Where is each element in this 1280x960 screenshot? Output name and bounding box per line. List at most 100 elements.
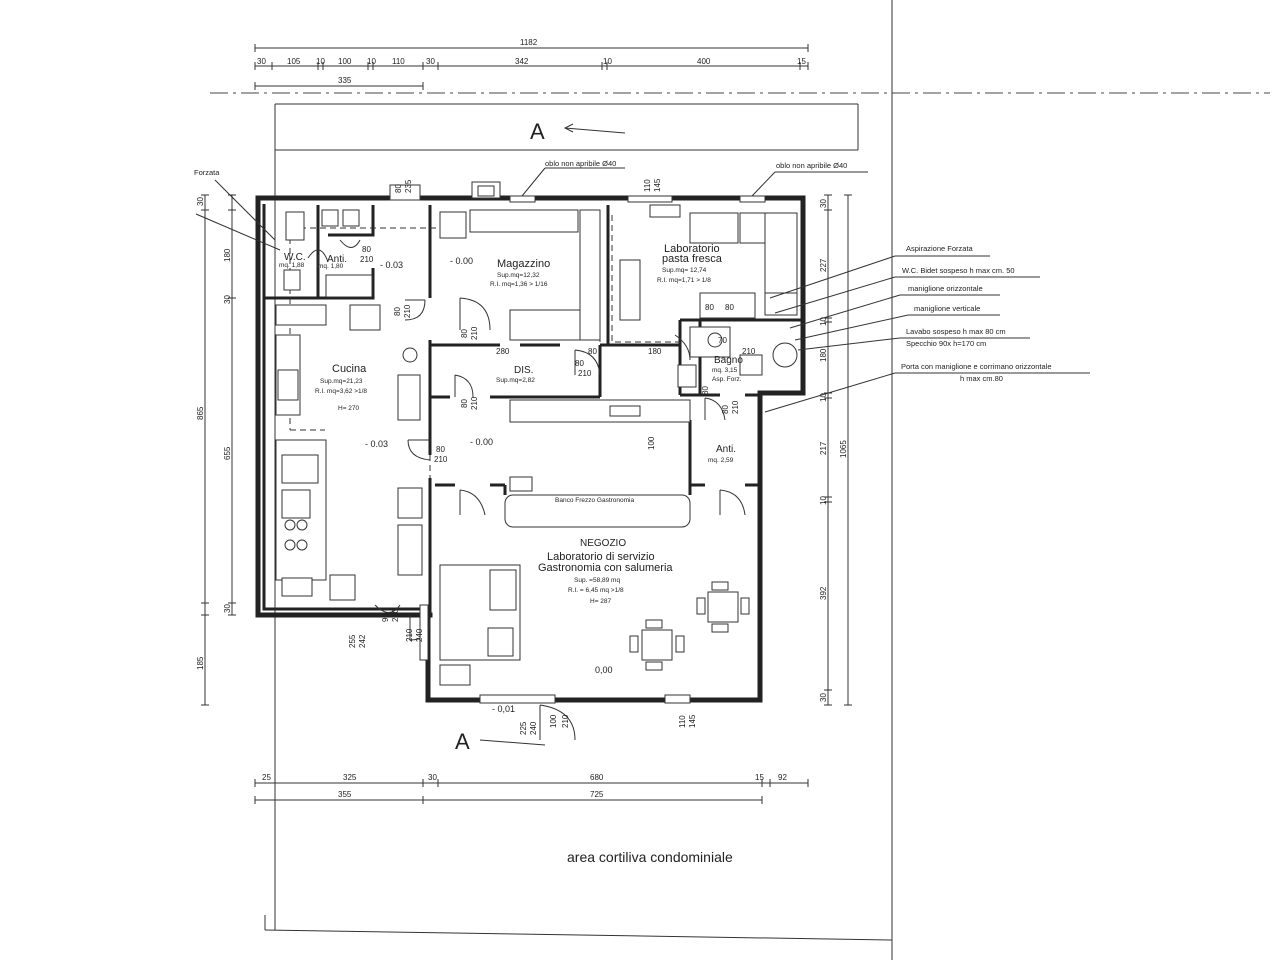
lab-pasta-sup: Sup.mq= 12,74 (662, 267, 707, 274)
svg-text:180: 180 (819, 348, 828, 362)
furniture (275, 204, 798, 686)
svg-text:100: 100 (549, 714, 558, 728)
svg-text:210: 210 (470, 326, 479, 340)
magazzino-ri: R.I. mq=1,36 > 1/16 (490, 281, 548, 288)
svg-text:30: 30 (428, 773, 437, 782)
svg-text:0,00: 0,00 (595, 665, 613, 675)
svg-text:100: 100 (647, 436, 656, 450)
bottom-dimensions: 25 325 30 680 15 92 355 725 (254, 773, 809, 804)
svg-text:30: 30 (819, 693, 828, 702)
svg-text:70: 70 (718, 336, 727, 345)
cucina-ri: R.I. mq=3,62 >1/8 (315, 388, 367, 395)
left-dimensions: 30 185 865 180 30 655 30 (196, 194, 236, 706)
svg-text:80: 80 (362, 245, 371, 254)
svg-text:725: 725 (590, 790, 604, 799)
svg-text:- 0.00: - 0.00 (450, 256, 473, 266)
svg-text:maniglione orizzontale: maniglione orizzontale (908, 284, 983, 293)
dim-right-total: 1065 (839, 440, 848, 458)
svg-text:80: 80 (460, 329, 469, 338)
svg-text:210: 210 (403, 304, 412, 318)
svg-text:10: 10 (819, 393, 828, 402)
lab-pasta-name2: pasta fresca (662, 253, 723, 265)
dim-top-total: 1182 (520, 38, 538, 47)
svg-text:110: 110 (392, 57, 405, 66)
svg-text:210: 210 (391, 608, 400, 622)
svg-text:30: 30 (426, 57, 435, 66)
svg-text:210: 210 (742, 347, 756, 356)
svg-text:240: 240 (415, 628, 424, 642)
svg-text:392: 392 (819, 586, 828, 600)
svg-text:Specchio 90x h=170 cm: Specchio 90x h=170 cm (906, 339, 986, 348)
dis-name: DIS. (514, 365, 533, 376)
cucina-h: H= 270 (338, 405, 360, 412)
negozio-h: H= 287 (590, 598, 612, 605)
lab-pasta-ri: R.I. mq=1,71 > 1/8 (657, 277, 711, 284)
bagno-name: Bagno (714, 355, 743, 366)
svg-text:210: 210 (405, 628, 414, 642)
svg-text:280: 280 (496, 347, 510, 356)
svg-text:10: 10 (819, 496, 828, 505)
wc-name: W.C. (284, 252, 306, 263)
svg-text:80: 80 (705, 303, 714, 312)
svg-text:10: 10 (819, 317, 828, 326)
cucina-name: Cucina (332, 363, 367, 375)
svg-text:210: 210 (561, 714, 570, 728)
svg-text:90: 90 (381, 613, 390, 622)
magazzino-sup: Sup.mq=12,32 (497, 272, 540, 279)
svg-text:10: 10 (316, 57, 325, 66)
anti1-area: mq. 1,80 (318, 263, 344, 270)
svg-text:210: 210 (470, 396, 479, 410)
doors (307, 239, 746, 741)
levels: - 0.03 - 0.00 - 0.03 - 0.00 0,00 - 0,01 (365, 256, 613, 714)
svg-text:Lavabo sospeso h max 80 cm: Lavabo sospeso h max 80 cm (906, 327, 1006, 336)
lab-pasta-name: Laboratorio (664, 243, 720, 255)
svg-text:80: 80 (436, 445, 445, 454)
svg-text:80: 80 (394, 184, 403, 193)
svg-text:210: 210 (578, 369, 592, 378)
svg-text:10: 10 (603, 57, 612, 66)
svg-text:80: 80 (588, 347, 597, 356)
callouts-top: oblo non apribile Ø40 oblo non apribile … (194, 159, 868, 251)
svg-text:80: 80 (701, 386, 710, 395)
cucina-sup: Sup.mq=21,23 (320, 378, 363, 385)
axis-lines (210, 0, 1270, 960)
negozio-name2: Gastronomia con salumeria (538, 562, 673, 574)
svg-text:Porta con maniglione e corrima: Porta con maniglione e corrimano orizzon… (901, 362, 1052, 371)
svg-text:25: 25 (262, 773, 271, 782)
svg-text:865: 865 (196, 406, 205, 420)
svg-text:145: 145 (653, 178, 662, 192)
dim-top-sub: 335 (338, 76, 352, 85)
svg-text:255: 255 (348, 634, 357, 648)
anti2-area: mq. 2,59 (708, 457, 734, 464)
room-labels: W.C. mq. 1,88 Anti. mq. 1,80 Magazzino S… (279, 243, 743, 605)
svg-text:oblo non apribile Ø40: oblo non apribile Ø40 (776, 161, 847, 170)
svg-text:185: 185 (196, 656, 205, 670)
anti2-name: Anti. (716, 444, 736, 455)
svg-text:maniglione verticale: maniglione verticale (914, 304, 980, 313)
counter-label: Banco Frezzo Gastronomia (555, 497, 635, 504)
svg-text:- 0.03: - 0.03 (380, 260, 403, 270)
bagno-area: mq. 3,15 (712, 367, 738, 374)
negozio-ri: R.I. = 6,45 mq >1/8 (568, 587, 624, 594)
svg-text:105: 105 (287, 57, 301, 66)
svg-text:100: 100 (338, 57, 352, 66)
section-marks: A A (455, 119, 626, 754)
svg-text:30: 30 (196, 197, 205, 206)
svg-text:10: 10 (367, 57, 376, 66)
svg-text:30: 30 (819, 199, 828, 208)
svg-text:- 0.03: - 0.03 (365, 439, 388, 449)
svg-text:80: 80 (393, 307, 402, 316)
svg-text:655: 655 (223, 446, 232, 460)
top-dimensions: 1182 30 105 10 100 10 110 30 342 10 400 … (254, 38, 809, 90)
exterior-walls (255, 181, 806, 704)
svg-text:h max cm.80: h max cm.80 (960, 374, 1003, 383)
bagno-note: Asp. Forz. (712, 376, 742, 383)
svg-text:80: 80 (725, 303, 734, 312)
svg-text:180: 180 (223, 248, 232, 262)
svg-text:400: 400 (697, 57, 711, 66)
svg-text:30: 30 (257, 57, 266, 66)
right-dimensions: 1065 30 227 10 180 10 217 10 392 30 (819, 194, 852, 706)
svg-text:680: 680 (590, 773, 604, 782)
svg-text:30: 30 (223, 295, 232, 304)
